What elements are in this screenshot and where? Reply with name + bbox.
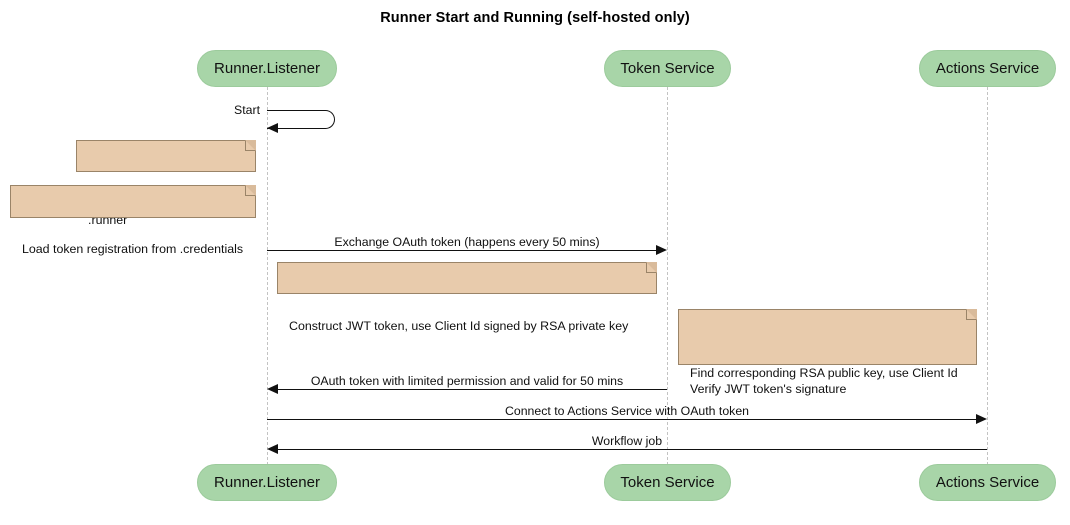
arrow-head-oauth-token-return: [267, 383, 278, 394]
note-verify-jwt-signature: Find corresponding RSA public key, use C…: [678, 309, 977, 396]
note-fold-icon: [966, 309, 977, 320]
note-fold-icon: [245, 140, 256, 151]
note-fold-edge-icon: [966, 309, 977, 320]
message-label-connect-actions-service: Connect to Actions Service with OAuth to…: [504, 404, 750, 418]
message-line-connect-actions-service: [267, 419, 976, 420]
message-line-exchange-oauth-token: [267, 250, 659, 251]
participant-runner-top[interactable]: Runner.Listener: [197, 50, 337, 87]
note-fold-icon: [245, 185, 256, 196]
note-fold-edge-icon: [646, 262, 657, 273]
participant-label: Token Service: [620, 474, 715, 491]
note-load-token-registration: Load token registration from .credential…: [10, 185, 256, 256]
note-load-config: Load config info from .runner: [76, 140, 256, 227]
lifeline-token: [667, 87, 668, 465]
lifeline-runner: [267, 87, 268, 465]
note-construct-jwt-token: Construct JWT token, use Client Id signe…: [277, 262, 657, 333]
note-fold-edge-icon: [245, 140, 256, 151]
message-label-start: Start: [234, 103, 260, 117]
note-fold-edge-icon: [245, 185, 256, 196]
lifeline-actions: [987, 87, 988, 465]
note-text: Find corresponding RSA public key, use C…: [690, 366, 958, 396]
participant-label: Runner.Listener: [214, 474, 320, 491]
diagram-title: Runner Start and Running (self-hosted on…: [380, 10, 690, 26]
participant-token-top[interactable]: Token Service: [604, 50, 731, 87]
participant-label: Token Service: [620, 60, 715, 77]
self-message-start: [267, 110, 335, 129]
participant-label: Actions Service: [935, 474, 1040, 491]
participant-runner-bottom[interactable]: Runner.Listener: [197, 464, 337, 501]
participant-label: Actions Service: [935, 60, 1040, 77]
message-label-workflow-job: Workflow job: [591, 434, 663, 448]
note-text: Construct JWT token, use Client Id signe…: [289, 319, 629, 333]
message-line-oauth-token-return: [278, 389, 667, 390]
note-fold-icon: [646, 262, 657, 273]
arrow-head-workflow-job: [267, 443, 278, 454]
message-line-workflow-job: [278, 449, 987, 450]
arrow-head-connect-actions-service: [976, 413, 987, 424]
message-label-exchange-oauth-token: Exchange OAuth token (happens every 50 m…: [334, 235, 600, 249]
note-text: Load token registration from .credential…: [22, 242, 244, 256]
participant-actions-top[interactable]: Actions Service: [919, 50, 1056, 87]
arrow-head-start: [267, 123, 278, 133]
message-label-oauth-token-return: OAuth token with limited permission and …: [310, 374, 624, 388]
participant-label: Runner.Listener: [214, 60, 320, 77]
arrow-head-exchange-oauth-token: [656, 244, 667, 255]
participant-token-bottom[interactable]: Token Service: [604, 464, 731, 501]
participant-actions-bottom[interactable]: Actions Service: [919, 464, 1056, 501]
